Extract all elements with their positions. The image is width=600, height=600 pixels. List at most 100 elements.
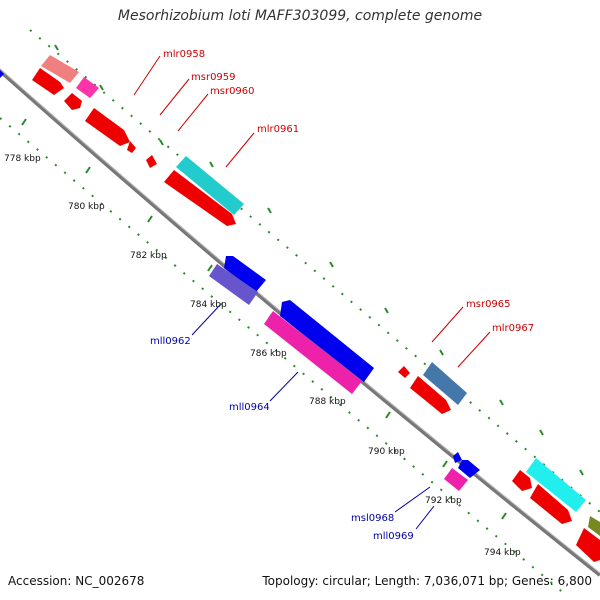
ring-dot: [430, 480, 434, 484]
ring-dot: [340, 292, 344, 296]
tick-mark: [21, 118, 27, 126]
ring-dot: [109, 210, 113, 213]
gene-label[interactable]: msr0960: [210, 86, 255, 97]
tick-mark: [159, 139, 164, 146]
ring-dot: [157, 137, 161, 141]
ring-dot: [274, 349, 278, 353]
ring-dot: [276, 238, 280, 242]
gene-block[interactable]: [176, 156, 244, 215]
ring-dot: [63, 171, 67, 175]
gene-label[interactable]: mlr0967: [492, 323, 534, 334]
ring-dot: [393, 449, 397, 453]
ring-dot: [338, 403, 342, 407]
ring-dot: [348, 411, 351, 414]
ring-dot: [237, 318, 241, 322]
gene-label[interactable]: mll0969: [373, 531, 414, 542]
gene-label[interactable]: msl0968: [351, 513, 394, 524]
tick-mark: [209, 161, 214, 168]
ring-dot: [166, 145, 170, 149]
ring-dot: [368, 315, 372, 319]
ring-dot: [75, 67, 78, 71]
ring-dot: [295, 253, 298, 257]
gene-arrow[interactable]: [85, 108, 130, 146]
tick-label: 778 kbp: [4, 154, 41, 164]
gene-arrow[interactable]: [0, 66, 4, 78]
gene-arrow[interactable]: [280, 300, 374, 382]
gene-label[interactable]: mlr0961: [257, 124, 299, 135]
ring-dot: [240, 207, 243, 211]
ring-dot: [249, 215, 253, 219]
ring-dot: [476, 519, 480, 523]
gene-label[interactable]: msr0965: [466, 299, 511, 310]
gene-arrow[interactable]: [127, 141, 136, 153]
tick-label: 780 kbp: [68, 202, 105, 212]
gene-arrow[interactable]: [410, 376, 451, 414]
ring-dot: [155, 248, 159, 252]
ring-dot: [54, 163, 58, 167]
gene-label[interactable]: mll0962: [150, 336, 191, 347]
ring-dot: [148, 129, 152, 133]
ring-dot: [283, 356, 287, 360]
gene-label[interactable]: mll0964: [229, 402, 270, 413]
ring-dot: [219, 302, 223, 306]
gene-arrow[interactable]: [398, 366, 410, 378]
ring-dot: [448, 496, 452, 499]
ring-dot: [173, 264, 177, 267]
ring-dot: [192, 279, 195, 283]
ring-dot: [494, 534, 498, 538]
gene-arrow[interactable]: [146, 155, 157, 168]
ring-dot: [549, 581, 553, 585]
gene-block[interactable]: [209, 264, 258, 305]
ring-dot: [405, 346, 408, 350]
gene-arrow[interactable]: [453, 452, 462, 463]
ring-dot: [414, 354, 418, 358]
gene-block[interactable]: [588, 516, 600, 536]
gene-arrow[interactable]: [164, 170, 236, 226]
gene-block[interactable]: [423, 362, 467, 405]
ring-dot: [559, 589, 562, 592]
ring-dot: [17, 132, 21, 136]
ring-dot: [597, 509, 600, 513]
tick-mark: [579, 469, 584, 476]
gene-arrow[interactable]: [32, 68, 64, 95]
gene-label[interactable]: mlr0958: [163, 49, 205, 60]
ring-dot: [588, 501, 592, 505]
gene-block[interactable]: [444, 468, 468, 491]
accession-text: Accession: NC_002678: [8, 574, 145, 588]
tick-mark: [385, 411, 391, 419]
ring-dot: [311, 380, 315, 383]
gene-block[interactable]: [264, 311, 362, 394]
ring-dot: [81, 186, 85, 190]
gene-arrow[interactable]: [530, 484, 572, 524]
ring-dot: [285, 246, 289, 249]
ring-dot: [210, 295, 214, 298]
ring-dot: [359, 308, 363, 311]
gene-arrow[interactable]: [576, 528, 600, 562]
gene-arrow[interactable]: [224, 256, 266, 292]
ring-dot: [403, 457, 406, 461]
gene-block[interactable]: [526, 458, 586, 512]
gene-block[interactable]: [41, 55, 79, 83]
ring-dot: [458, 503, 461, 507]
gene-arrow[interactable]: [512, 470, 532, 491]
tick-mark: [54, 44, 59, 51]
ring-dot: [421, 472, 425, 476]
ring-dot: [524, 447, 527, 451]
ring-dot: [45, 155, 49, 159]
ring-dot: [540, 573, 544, 577]
ring-dot: [139, 122, 143, 126]
gene-arrow[interactable]: [64, 93, 82, 110]
ring-dot: [66, 60, 69, 64]
map-title: Mesorhizobium loti MAFF303099, complete …: [117, 8, 483, 24]
ring-dot: [522, 558, 526, 561]
gene-label[interactable]: msr0959: [191, 72, 236, 83]
gene-arrow[interactable]: [458, 460, 480, 478]
ring-dot: [320, 387, 324, 391]
tick-mark: [439, 349, 444, 356]
ring-dot: [513, 550, 517, 554]
ring-dot: [302, 372, 305, 376]
tick-label: 794 kbp: [484, 548, 521, 558]
gene-block[interactable]: [76, 77, 99, 98]
label-leaders: [133, 55, 491, 530]
